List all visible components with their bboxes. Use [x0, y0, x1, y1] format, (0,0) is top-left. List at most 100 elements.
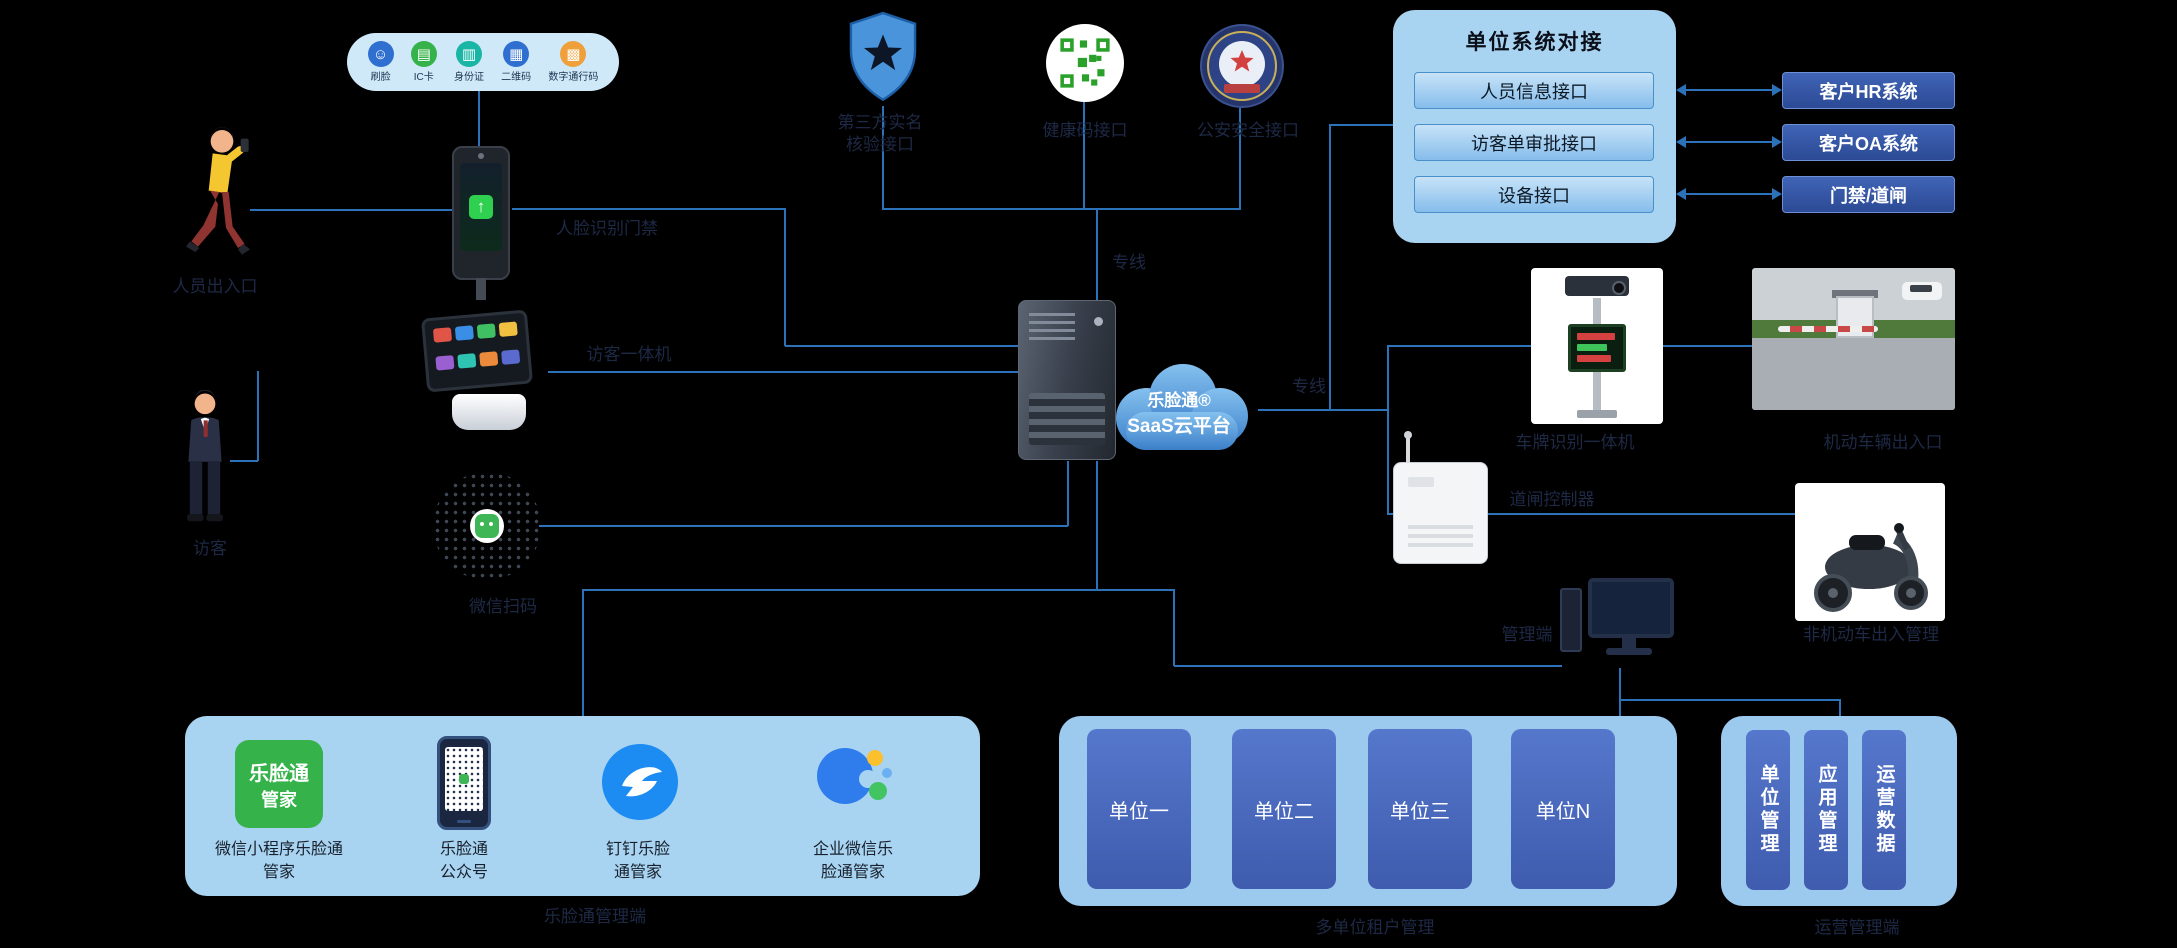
ops-bar-unit-management: 单位管理 [1746, 730, 1790, 890]
connector-line [230, 460, 258, 462]
clients-panel-caption: 乐脸通管理端 [544, 907, 646, 926]
interface-device: 设备接口 [1414, 176, 1654, 213]
ops-panel: 单位管理 应用管理 运营数据 [1721, 716, 1957, 906]
cloud-brand: 乐脸通® [1147, 391, 1211, 410]
antenna-icon [1404, 431, 1412, 463]
double-arrow-icon [1676, 84, 1782, 96]
access-method: ▥ 身份证 [454, 41, 484, 83]
connector-line [1663, 345, 1752, 347]
connector-line [1096, 208, 1098, 302]
connector-line [882, 208, 1241, 210]
customer-hr-system-box: 客户HR系统 [1782, 72, 1955, 109]
up-arrow-icon: ↑ [469, 195, 493, 219]
connector-line [1239, 108, 1241, 209]
phone-screen [445, 747, 483, 811]
access-method: ▩ 数字通行码 [548, 41, 598, 83]
app-tile [432, 327, 453, 343]
app-tile [498, 321, 518, 337]
kiosk-illustration [418, 309, 550, 430]
wecom-yellow-dot [867, 750, 883, 766]
app-tile [435, 355, 455, 371]
unit-card-2: 单位二 [1232, 729, 1336, 889]
units-panel-caption: 多单位租户管理 [1315, 918, 1435, 937]
car-illustration [1902, 282, 1942, 300]
unit-card-1: 单位一 [1087, 729, 1191, 889]
visitor-person-illustration [180, 389, 230, 535]
unit-card-3: 单位三 [1368, 729, 1472, 889]
camera-base [1577, 410, 1617, 418]
wecom-icon [815, 738, 895, 818]
access-method-label: 身份证 [453, 72, 484, 83]
lpr-camera-photo [1531, 268, 1663, 424]
connector-line [582, 589, 584, 716]
client-caption-dingtalk: 钉钉乐脸通管家 [605, 841, 670, 882]
official-account-phone-icon [437, 736, 491, 830]
double-arrow-icon [1676, 136, 1782, 148]
access-method: ▦ 二维码 [501, 41, 531, 83]
connector-line [250, 209, 452, 211]
pc-stand [1622, 638, 1636, 648]
unit-system-panel-title: 单位系统对接 [1465, 31, 1604, 54]
workstation-label: 管理端 [1501, 625, 1553, 644]
units-panel: 单位一 单位二 单位三 单位N [1059, 716, 1677, 906]
wechat-logo-icon [475, 514, 499, 538]
person-entry-label: 人员出入口 [172, 277, 258, 296]
police-badge-icon [1200, 24, 1284, 108]
ops-panel-caption: 运营管理端 [1814, 918, 1900, 937]
connector-line [1330, 124, 1393, 126]
client-caption-official-account: 乐脸通公众号 [439, 841, 488, 882]
access-methods-pill: ☺ 刷脸 ▤ IC卡 ▥ 身份证 ▦ 二维码 ▩ 数字通行码 [347, 33, 619, 91]
face-device-label: 人脸识别门禁 [556, 219, 658, 238]
kiosk-base [452, 394, 526, 430]
app-tile [476, 323, 496, 339]
connector-line [784, 208, 786, 346]
lelliantong-logo: 乐脸通 管家 [235, 740, 323, 828]
camera-head [1565, 276, 1629, 296]
connector-line [785, 345, 1018, 347]
led-text-line [1577, 333, 1615, 340]
kiosk-screen [420, 309, 534, 393]
connector-line [1083, 101, 1085, 209]
connector-line [1173, 589, 1175, 666]
logo-text: 管家 [261, 789, 297, 810]
connector-line [1174, 665, 1562, 667]
vehicle-gate-label: 机动车辆出入口 [1823, 433, 1943, 452]
interface-visitor-approval: 访客单审批接口 [1414, 124, 1654, 161]
access-method-label: 数字通行码 [548, 72, 599, 83]
scooter-photo [1795, 483, 1945, 621]
connector-line [1096, 461, 1098, 590]
camera-lens-icon [1612, 281, 1626, 295]
client-caption-wecom: 企业微信乐脸通管家 [812, 841, 893, 882]
vehicle-gate-photo [1752, 268, 1955, 410]
connector-line [1067, 461, 1069, 526]
connector-line [1620, 699, 1840, 701]
controller-label: 道闸控制器 [1509, 490, 1595, 509]
connector-line [1329, 124, 1331, 411]
pc-monitor [1588, 578, 1674, 638]
connector-line [1488, 513, 1795, 515]
leased-line-label: 专线 [1112, 253, 1146, 272]
phone-home-button [457, 820, 471, 823]
connector-line [1388, 345, 1531, 347]
shield-icon [845, 10, 921, 104]
wechat-scan-label: 微信扫码 [469, 597, 537, 616]
access-method-label: IC卡 [413, 72, 434, 83]
connector-line [548, 371, 1018, 373]
police-interface-label: 公安安全接口 [1197, 121, 1299, 140]
cloud-platform-title: 乐脸通® SaaS云平台 [1098, 386, 1260, 438]
access-method: ☺ 刷脸 [367, 41, 394, 83]
server-icon [1018, 300, 1116, 460]
connector-line [1387, 345, 1389, 515]
connector-line [512, 208, 785, 210]
unit-card-n: 单位N [1511, 729, 1615, 889]
health-code-icon [1046, 24, 1124, 102]
access-method-label: 刷脸 [370, 72, 391, 83]
access-method: ▤ IC卡 [410, 41, 437, 83]
pc-base [1606, 648, 1652, 655]
controller-led [1408, 477, 1434, 487]
device-stand [476, 278, 486, 300]
wechat-dot-icon [459, 774, 469, 784]
cloud-icon: 乐脸通® SaaS云平台 [1098, 356, 1260, 466]
ic-card-icon: ▤ [410, 41, 437, 67]
qr-code-icon: ▦ [503, 41, 530, 67]
